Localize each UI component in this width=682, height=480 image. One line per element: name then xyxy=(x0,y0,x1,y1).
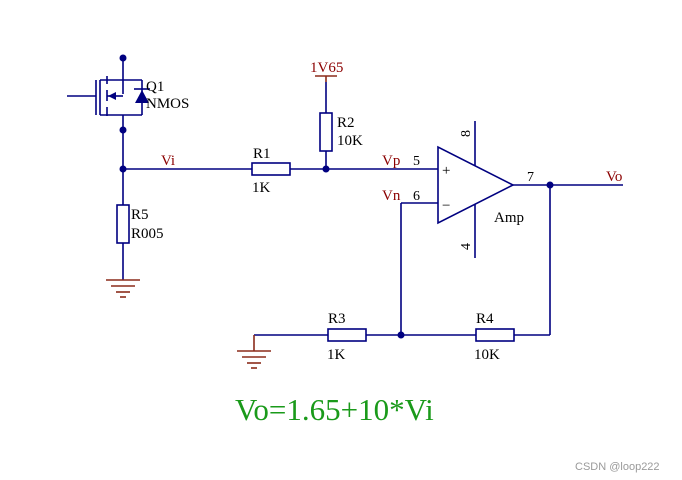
pin-8-label: 8 xyxy=(459,130,474,137)
supply-1v65-symbol xyxy=(315,75,337,82)
q1-nmos-symbol xyxy=(67,54,150,134)
vn-node-dot xyxy=(397,331,405,339)
net-label-1v65: 1V65 xyxy=(310,60,343,76)
r4-designator: R4 xyxy=(476,311,494,327)
r3-value: 1K xyxy=(327,347,346,363)
amp-plus-sign: + xyxy=(442,163,450,179)
q1-designator: Q1 xyxy=(146,79,164,95)
r1-resistor xyxy=(251,162,291,176)
gain-formula: Vo=1.65+10*Vi xyxy=(235,392,434,427)
amp-label: Amp xyxy=(494,210,524,226)
net-label-vn: Vn xyxy=(382,188,401,204)
r4-value: 10K xyxy=(474,347,500,363)
pin-5-label: 5 xyxy=(413,154,420,169)
net-label-vp: Vp xyxy=(382,153,400,169)
r5-resistor xyxy=(116,204,130,244)
ground-r3-icon xyxy=(237,335,271,369)
pin-7-label: 7 xyxy=(527,170,534,185)
r3-resistor xyxy=(327,328,367,342)
ground-r5-icon xyxy=(106,279,140,298)
r1-value: 1K xyxy=(252,180,271,196)
r2-resistor xyxy=(319,112,333,152)
r5-designator: R5 xyxy=(131,207,149,223)
r5-value: R005 xyxy=(131,226,164,242)
q1-body-diode-icon xyxy=(135,90,149,103)
pin-4-label: 4 xyxy=(459,243,474,250)
r2-value: 10K xyxy=(337,133,363,149)
q1-type: NMOS xyxy=(146,96,189,112)
amp-minus-sign: − xyxy=(442,198,450,214)
watermark: CSDN @loop222 xyxy=(575,461,660,473)
r1-designator: R1 xyxy=(253,146,271,162)
r3-designator: R3 xyxy=(328,311,346,327)
net-label-vi: Vi xyxy=(161,153,175,169)
r4-resistor xyxy=(475,328,515,342)
r2-designator: R2 xyxy=(337,115,355,131)
pin-6-label: 6 xyxy=(413,189,420,204)
q1-arrow-icon xyxy=(108,92,116,100)
net-label-vo: Vo xyxy=(606,169,622,185)
